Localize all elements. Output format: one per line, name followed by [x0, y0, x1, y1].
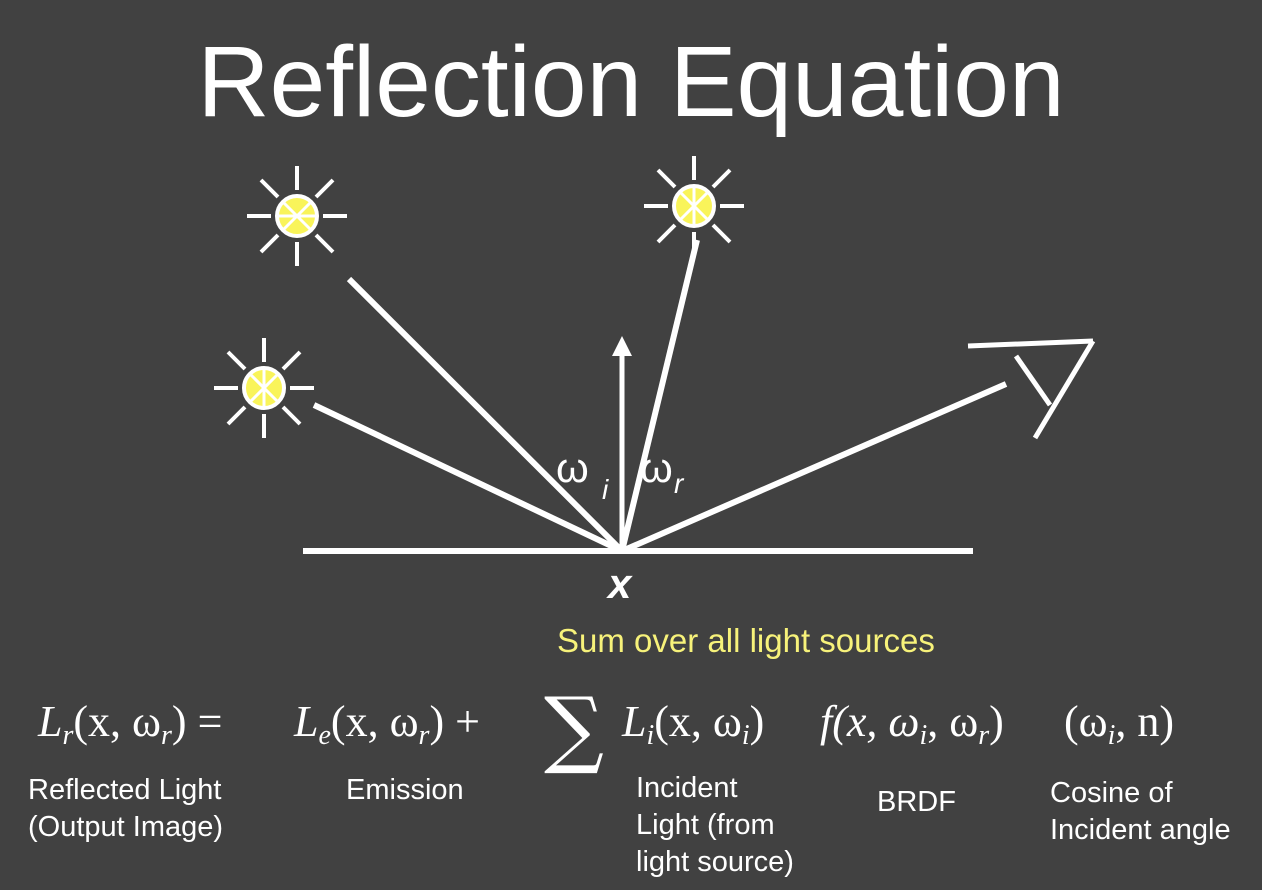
caption-incident-light: Incident Light (from light source) — [636, 772, 794, 878]
incident-ray-top — [619, 239, 700, 552]
equation-incident-term: Li(x, ωi) — [622, 697, 765, 751]
sum-over-light-sources-label: Sum over all light sources — [557, 622, 935, 659]
light-source-upper-left-icon — [247, 166, 347, 266]
incident-ray-upper-left — [346, 276, 625, 554]
caption-cosine: Cosine of Incident angle — [1050, 777, 1231, 846]
equation-emission-term: Le(x, ωr) + — [294, 697, 480, 751]
omega-r-subscript: r — [674, 468, 685, 499]
surface-point-label: x — [606, 560, 633, 607]
reflected-ray — [620, 381, 1008, 554]
caption-emission: Emission — [346, 774, 464, 806]
light-source-left-icon — [214, 338, 314, 438]
slide-title: Reflection Equation — [197, 26, 1065, 138]
omega-r-symbol: ω — [640, 444, 673, 491]
equation-cosine-term: (ωi, n) — [1064, 697, 1175, 751]
omega-i-subscript: i — [602, 474, 609, 505]
normal-arrow-head — [612, 336, 632, 356]
equation-lhs: Lr(x, ωr) = — [38, 697, 223, 751]
omega-i-symbol: ω — [556, 444, 589, 491]
equation-brdf-term: f(x, ωi, ωr) — [820, 697, 1004, 751]
caption-reflected-light: Reflected Light (Output Image) — [28, 774, 224, 843]
reflection-equation: Lr(x, ωr) = Le(x, ωr) + ∑ Li(x, ωi) f(x,… — [38, 679, 1248, 780]
summation-symbol: ∑ — [544, 679, 604, 777]
viewer-eye-icon — [967, 338, 1096, 440]
incident-ray-left — [312, 402, 624, 554]
light-source-top-icon — [644, 156, 744, 256]
caption-brdf: BRDF — [877, 786, 956, 818]
